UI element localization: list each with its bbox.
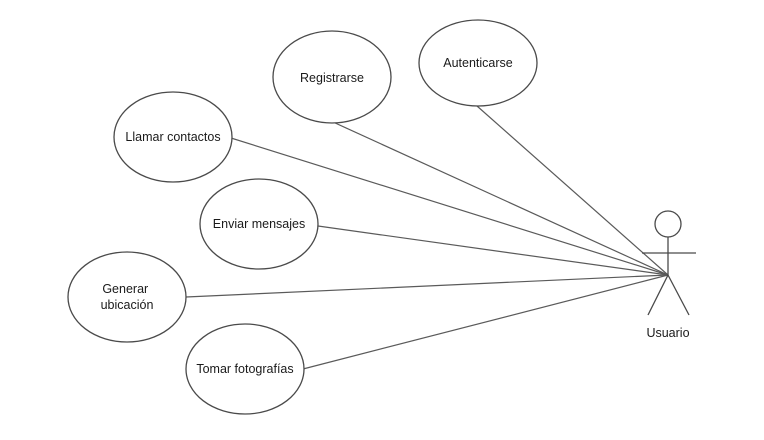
use-case-ellipse — [418, 19, 538, 107]
use-case-autenticarse: Autenticarse — [418, 19, 538, 107]
use-case-ellipse — [113, 91, 233, 183]
association-registrarse — [332, 121, 669, 276]
use-case-label-line: Generar — [102, 282, 148, 296]
use-case-label: Tomar fotografías — [196, 362, 293, 376]
use-case-ellipse — [272, 30, 392, 124]
use-case-enviar-mensajes: Enviar mensajes — [199, 178, 319, 270]
actor-right-leg — [667, 274, 690, 316]
use-case-label: Enviar mensajes — [213, 217, 305, 231]
use-case-ellipse — [185, 323, 305, 415]
actor-label: Usuario — [646, 326, 689, 340]
use-case-label-line: Enviar mensajes — [213, 217, 305, 231]
use-case-label-line: Llamar contactos — [125, 130, 220, 144]
association-llamar-contactos — [230, 137, 669, 276]
actor-head — [654, 210, 682, 238]
use-case-label: Llamar contactos — [125, 130, 220, 144]
use-case-label: Autenticarse — [443, 56, 513, 70]
association-tomar-fotografias — [302, 274, 669, 370]
use-case-ellipse — [199, 178, 319, 270]
use-case-label-line: Autenticarse — [443, 56, 513, 70]
actor-usuario: Usuario — [642, 210, 696, 340]
association-enviar-mensajes — [317, 225, 669, 276]
use-case-ellipse — [67, 251, 187, 343]
use-case-registrarse: Registrarse — [272, 30, 392, 124]
association-generar-ubicacion — [185, 274, 669, 298]
use-case-generar-ubicacion: Generar ubicación — [67, 251, 187, 343]
use-case-label: Registrarse — [300, 71, 364, 85]
use-case-label-line: Registrarse — [300, 71, 364, 85]
use-case-tomar-fotografias: Tomar fotografías — [185, 323, 305, 415]
association-autenticarse — [476, 105, 669, 276]
use-case-label: Generar ubicación — [101, 282, 154, 312]
use-case-label-line: ubicación — [101, 298, 154, 312]
use-case-label-line: Tomar fotografías — [196, 362, 293, 376]
use-case-llamar-contactos: Llamar contactos — [113, 91, 233, 183]
actor-left-leg — [647, 274, 669, 316]
associations — [185, 105, 669, 370]
